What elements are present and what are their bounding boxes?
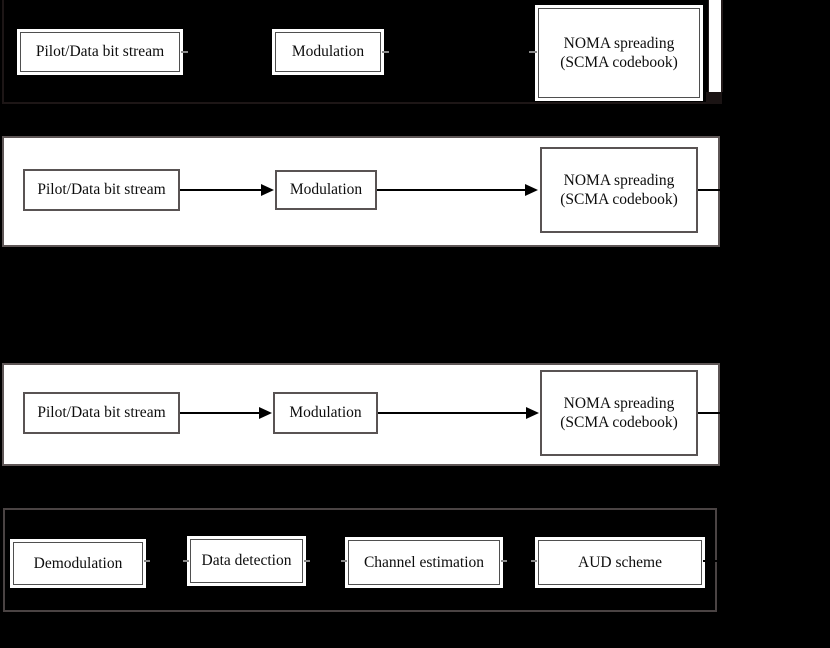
block-label: Data detection (201, 552, 292, 570)
arrow-stub (304, 560, 310, 562)
arrow-stub (341, 560, 347, 562)
block-label-line1: NOMA spreading (563, 394, 675, 412)
arrow-stub (382, 51, 389, 53)
block-label-line2: (SCMA codebook) (560, 191, 678, 208)
arrowhead-stub (529, 51, 537, 53)
arrow-in-stub (703, 560, 727, 562)
block-pilot-data-bottom: Pilot/Data bit stream (23, 392, 180, 434)
block-noma-spreading-middle: NOMA spreading (SCMA codebook) (540, 147, 698, 233)
arrow-right-icon (525, 184, 538, 196)
block-label-line1: NOMA spreading (563, 34, 675, 52)
block-label: Modulation (289, 181, 363, 199)
arrow-line (180, 189, 262, 191)
block-modulation-top: Modulation (275, 32, 381, 72)
arrow-stub (181, 51, 188, 53)
block-modulation-bottom: Modulation (273, 392, 378, 434)
block-label-line2: (SCMA codebook) (560, 54, 678, 71)
block-pilot-data-middle: Pilot/Data bit stream (23, 169, 180, 211)
block-pilot-data-top: Pilot/Data bit stream (20, 32, 180, 72)
block-label: Pilot/Data bit stream (35, 43, 165, 61)
panel-edge-sliver-cap (706, 92, 722, 104)
arrow-right-icon (526, 407, 539, 419)
block-label: Pilot/Data bit stream (37, 181, 166, 199)
arrow-stub (183, 560, 189, 562)
arrow-line (180, 412, 260, 414)
arrow-out-stub (698, 412, 725, 414)
block-data-detection: Data detection (190, 539, 303, 583)
block-modulation-middle: Modulation (275, 170, 377, 210)
arrow-stub (144, 560, 150, 562)
arrow-stub (531, 560, 537, 562)
block-demodulation: Demodulation (13, 542, 143, 585)
block-label: AUD scheme (578, 553, 662, 571)
panel-edge-sliver (708, 0, 723, 92)
block-channel-estimation: Channel estimation (348, 540, 500, 585)
arrow-line (378, 412, 526, 414)
block-label: Demodulation (33, 554, 123, 572)
block-noma-spreading-bottom: NOMA spreading (SCMA codebook) (540, 370, 698, 456)
block-label: Modulation (289, 404, 362, 422)
block-label-line2: (SCMA codebook) (560, 414, 678, 431)
arrow-stub (501, 560, 507, 562)
arrow-right-icon (261, 184, 274, 196)
block-label: Pilot/Data bit stream (37, 404, 166, 422)
arrow-out-stub (698, 189, 725, 191)
arrow-line (377, 189, 526, 191)
arrow-right-icon (259, 407, 272, 419)
block-noma-spreading-top: NOMA spreading (SCMA codebook) (538, 8, 700, 98)
block-aud-scheme: AUD scheme (538, 540, 702, 585)
block-label-line1: NOMA spreading (563, 171, 675, 189)
block-label: Channel estimation (363, 553, 485, 571)
block-label: Modulation (291, 43, 365, 61)
